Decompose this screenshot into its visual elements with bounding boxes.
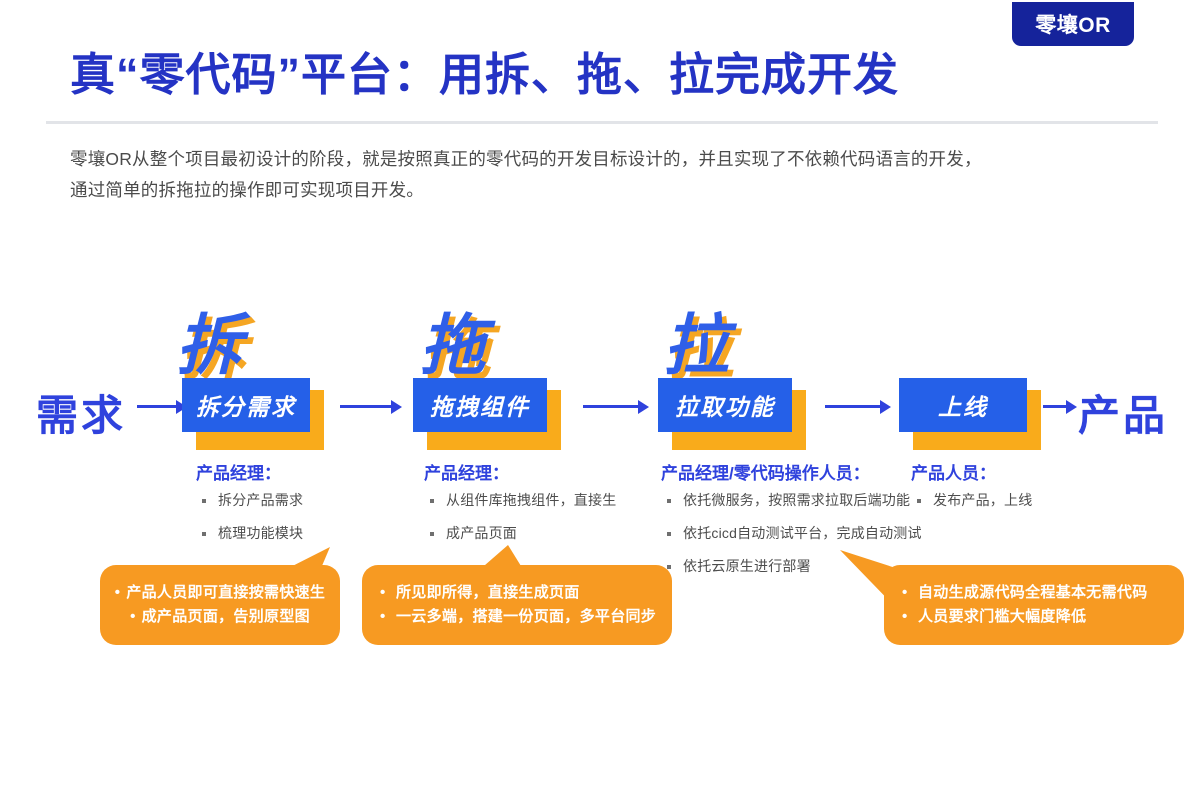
header-divider <box>46 121 1158 124</box>
step-box-1[interactable]: 拆分需求 <box>182 378 310 432</box>
flow-arrow-3 <box>583 400 649 414</box>
step-role-1: 产品经理： <box>196 464 281 483</box>
arrow-shaft <box>1043 405 1067 408</box>
flow-arrow-2 <box>340 400 402 414</box>
step-box-4[interactable]: 上线 <box>899 378 1027 432</box>
page-title: 真“零代码”平台：用拆、拖、拉完成开发 <box>70 49 900 100</box>
step-role-2: 产品经理： <box>424 464 509 483</box>
step-bullets-3: 依托微服务，按照需求拉取后端功能 依托cicd自动测试平台，完成自动测试 依托云… <box>665 492 925 591</box>
step-box-label-3: 拉取功能 <box>675 394 775 420</box>
step-box-3[interactable]: 拉取功能 <box>658 378 792 432</box>
callout-line: 一云多端，搭建一份页面，多平台同步 <box>376 605 658 629</box>
arrow-shaft <box>825 405 881 408</box>
callout-line: 产品人员即可直接按需快速生 <box>114 581 326 605</box>
step-box-label-4: 上线 <box>938 394 988 420</box>
arrow-head <box>1066 400 1077 414</box>
callout-line: 自动生成源代码全程基本无需代码 <box>898 581 1170 605</box>
arrow-head <box>880 400 891 414</box>
step-bullet: 依托微服务，按照需求拉取后端功能 <box>665 492 925 509</box>
arrow-head <box>391 400 402 414</box>
callout-3: 自动生成源代码全程基本无需代码 人员要求门槛大幅度降低 <box>884 565 1184 645</box>
arrow-head <box>176 400 187 414</box>
brand-badge-label: 零壤OR <box>1035 14 1111 37</box>
arrow-shaft <box>340 405 392 408</box>
flow-arrow-4 <box>825 400 891 414</box>
flow-end-label: 产品 <box>1078 392 1169 439</box>
flow-start-label: 需求 <box>36 392 127 439</box>
callout-line: 成产品页面，告别原型图 <box>114 605 326 629</box>
intro-line-2: 通过简单的拆拖拉的操作即可实现项目开发。 <box>70 180 424 200</box>
callout-list-3: 自动生成源代码全程基本无需代码 人员要求门槛大幅度降低 <box>898 581 1170 629</box>
arrow-shaft <box>583 405 639 408</box>
callout-2: 所见即所得，直接生成页面 一云多端，搭建一份页面，多平台同步 <box>362 565 672 645</box>
intro-line-1: 零壤OR从整个项目最初设计的阶段，就是按照真正的零代码的开发目标设计的，并且实现… <box>70 149 982 169</box>
step-bullet: 依托cicd自动测试平台，完成自动测试 <box>665 525 925 542</box>
step-bullet: 成产品页面 <box>428 525 638 542</box>
step-big-char-2: 拖 <box>420 308 486 382</box>
step-big-char-1: 拆 <box>176 308 242 382</box>
step-bullets-1: 拆分产品需求 梳理功能模块 <box>200 492 390 558</box>
callout-list-2: 所见即所得，直接生成页面 一云多端，搭建一份页面，多平台同步 <box>376 581 658 629</box>
callout-line: 所见即所得，直接生成页面 <box>376 581 658 605</box>
step-role-4: 产品人员： <box>911 464 996 483</box>
flow-arrow-5 <box>1043 400 1077 414</box>
step-bullet: 梳理功能模块 <box>200 525 390 542</box>
callout-1: 产品人员即可直接按需快速生 成产品页面，告别原型图 <box>100 565 340 645</box>
step-box-2[interactable]: 拖拽组件 <box>413 378 547 432</box>
step-bullet: 拆分产品需求 <box>200 492 390 509</box>
brand-badge: 零壤OR <box>1012 2 1134 46</box>
intro-paragraph: 零壤OR从整个项目最初设计的阶段，就是按照真正的零代码的开发目标设计的，并且实现… <box>70 144 1160 206</box>
step-big-char-3: 拉 <box>663 308 729 382</box>
callout-list-1: 产品人员即可直接按需快速生 成产品页面，告别原型图 <box>114 581 326 629</box>
arrow-head <box>638 400 649 414</box>
flow-arrow-1 <box>137 400 187 414</box>
step-bullets-4: 发布产品，上线 <box>915 492 1075 525</box>
arrow-shaft <box>137 405 177 408</box>
step-bullet: 依托云原生进行部署 <box>665 558 925 575</box>
step-box-label-1: 拆分需求 <box>196 394 296 420</box>
step-role-3: 产品经理/零代码操作人员： <box>661 464 870 483</box>
step-box-label-2: 拖拽组件 <box>430 394 530 420</box>
callout-line: 人员要求门槛大幅度降低 <box>898 605 1170 629</box>
step-bullet: 发布产品，上线 <box>915 492 1075 509</box>
step-bullets-2: 从组件库拖拽组件，直接生 成产品页面 <box>428 492 638 558</box>
step-bullet: 从组件库拖拽组件，直接生 <box>428 492 638 509</box>
